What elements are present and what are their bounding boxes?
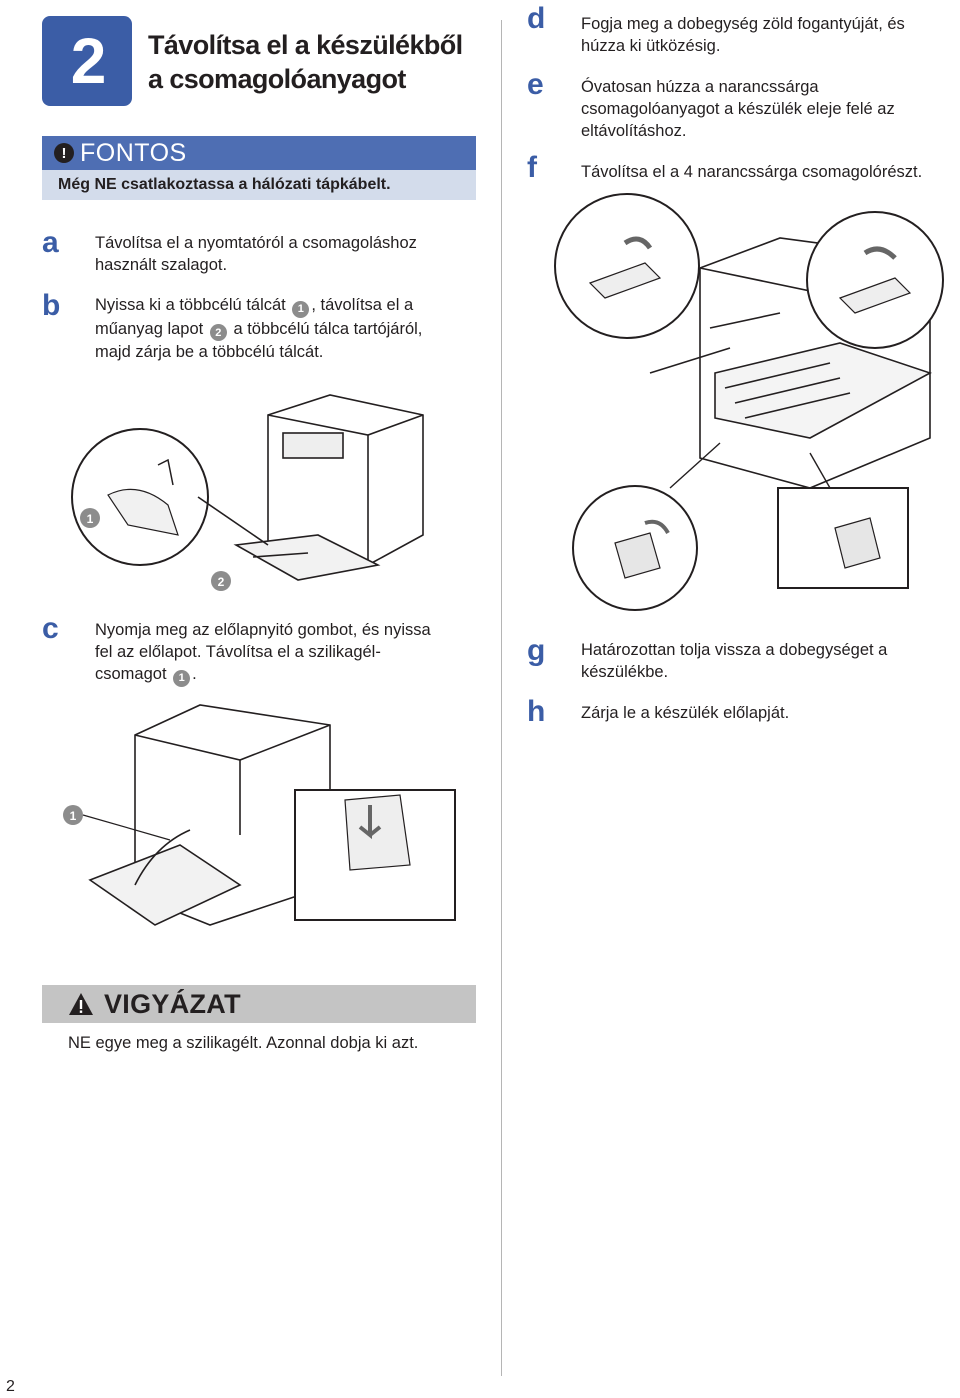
drum-unit-illustration	[554, 193, 944, 611]
step-title-line2: a csomagolóanyagot	[148, 64, 406, 94]
step-b-line2-pre: műanyag lapot	[95, 319, 204, 338]
column-divider	[501, 20, 502, 1376]
caution-heading-bar: VIGYÁZAT	[42, 985, 476, 1023]
important-heading: FONTOS	[80, 138, 187, 167]
callout-1-label: 1	[70, 809, 77, 823]
step-b-line1-post: , távolítsa el a	[311, 296, 414, 314]
step-letter-e: e	[527, 68, 544, 101]
step-e-text: Óvatosan húzza a narancssárga csomagolóa…	[581, 76, 895, 142]
caution-text: NE egye meg a szilikagélt. Azonnal dobja…	[68, 1034, 419, 1052]
step-c-line2: fel az előlapot. Távolítsa el a szilikag…	[95, 643, 381, 661]
step-c-line3-pre: csomagot	[95, 665, 167, 683]
step-e-line3: eltávolításhoz.	[581, 122, 687, 140]
step-letter-c: c	[42, 612, 59, 645]
step-g-line2: készülékbe.	[581, 663, 669, 681]
step-c-text: Nyomja meg az előlapnyitó gombot, és nyi…	[95, 619, 495, 687]
step-title-line1: Távolítsa el a készülékből	[148, 30, 463, 60]
step-b-text: Nyissa ki a többcélú tálcát 1, távolítsa…	[95, 294, 495, 363]
callout-1-label: 1	[87, 512, 94, 526]
step-a-line1: Távolítsa el a nyomtatóról a csomagolásh…	[95, 234, 417, 252]
step-e-line2: csomagolóanyagot a készülék eleje felé a…	[581, 100, 895, 118]
mp-tray-illustration: 1 2	[71, 394, 424, 591]
front-cover-illustration: 1	[63, 704, 456, 926]
warning-triangle-icon	[69, 993, 93, 1015]
important-text: Még NE csatlakoztassa a hálózati tápkábe…	[42, 170, 476, 200]
callout-1-icon: 1	[173, 669, 191, 687]
step-a-text: Távolítsa el a nyomtatóról a csomagolásh…	[95, 232, 417, 276]
step-number-badge: 2	[42, 16, 132, 106]
step-g-line1: Határozottan tolja vissza a dobegységet …	[581, 641, 888, 659]
step-e-line1: Óvatosan húzza a narancssárga	[581, 78, 819, 96]
step-f-text: Távolítsa el a 4 narancssárga csomagolór…	[581, 163, 923, 181]
step-letter-d: d	[527, 2, 546, 35]
step-letter-f: f	[527, 151, 537, 184]
step-d-line1: Fogja meg a dobegység zöld fogantyúját, …	[581, 15, 905, 33]
step-b-line1-pre: Nyissa ki a többcélú tálcát	[95, 296, 286, 314]
step-b-line2-post: a többcélú tálca tartójáról,	[233, 319, 423, 338]
step-letter-h: h	[527, 695, 546, 728]
step-letter-g: g	[527, 634, 546, 667]
step-c-line1: Nyomja meg az előlapnyitó gombot, és nyi…	[95, 621, 431, 639]
important-heading-bar: ! FONTOS	[42, 136, 476, 170]
callout-2-label: 2	[218, 575, 225, 589]
step-d-text: Fogja meg a dobegység zöld fogantyúját, …	[581, 13, 905, 57]
callout-2-icon: 2	[209, 324, 227, 341]
step-h-text: Zárja le a készülék előlapját.	[581, 704, 790, 722]
step-g-text: Határozottan tolja vissza a dobegységet …	[581, 639, 887, 683]
step-b-line3: majd zárja be a többcélú tálcát.	[95, 343, 324, 361]
exclamation-icon: !	[54, 143, 74, 163]
step-letter-a: a	[42, 226, 59, 259]
step-title: Távolítsa el a készülékből a csomagolóan…	[148, 28, 488, 96]
page-number: 2	[6, 1378, 15, 1395]
caution-heading: VIGYÁZAT	[104, 988, 241, 1019]
step-a-line2: használt szalagot.	[95, 256, 228, 274]
callout-1-icon: 1	[292, 300, 310, 318]
step-letter-b: b	[42, 289, 61, 322]
step-d-line2: húzza ki ütközésig.	[581, 37, 721, 55]
step-c-line3-post: .	[192, 665, 197, 683]
